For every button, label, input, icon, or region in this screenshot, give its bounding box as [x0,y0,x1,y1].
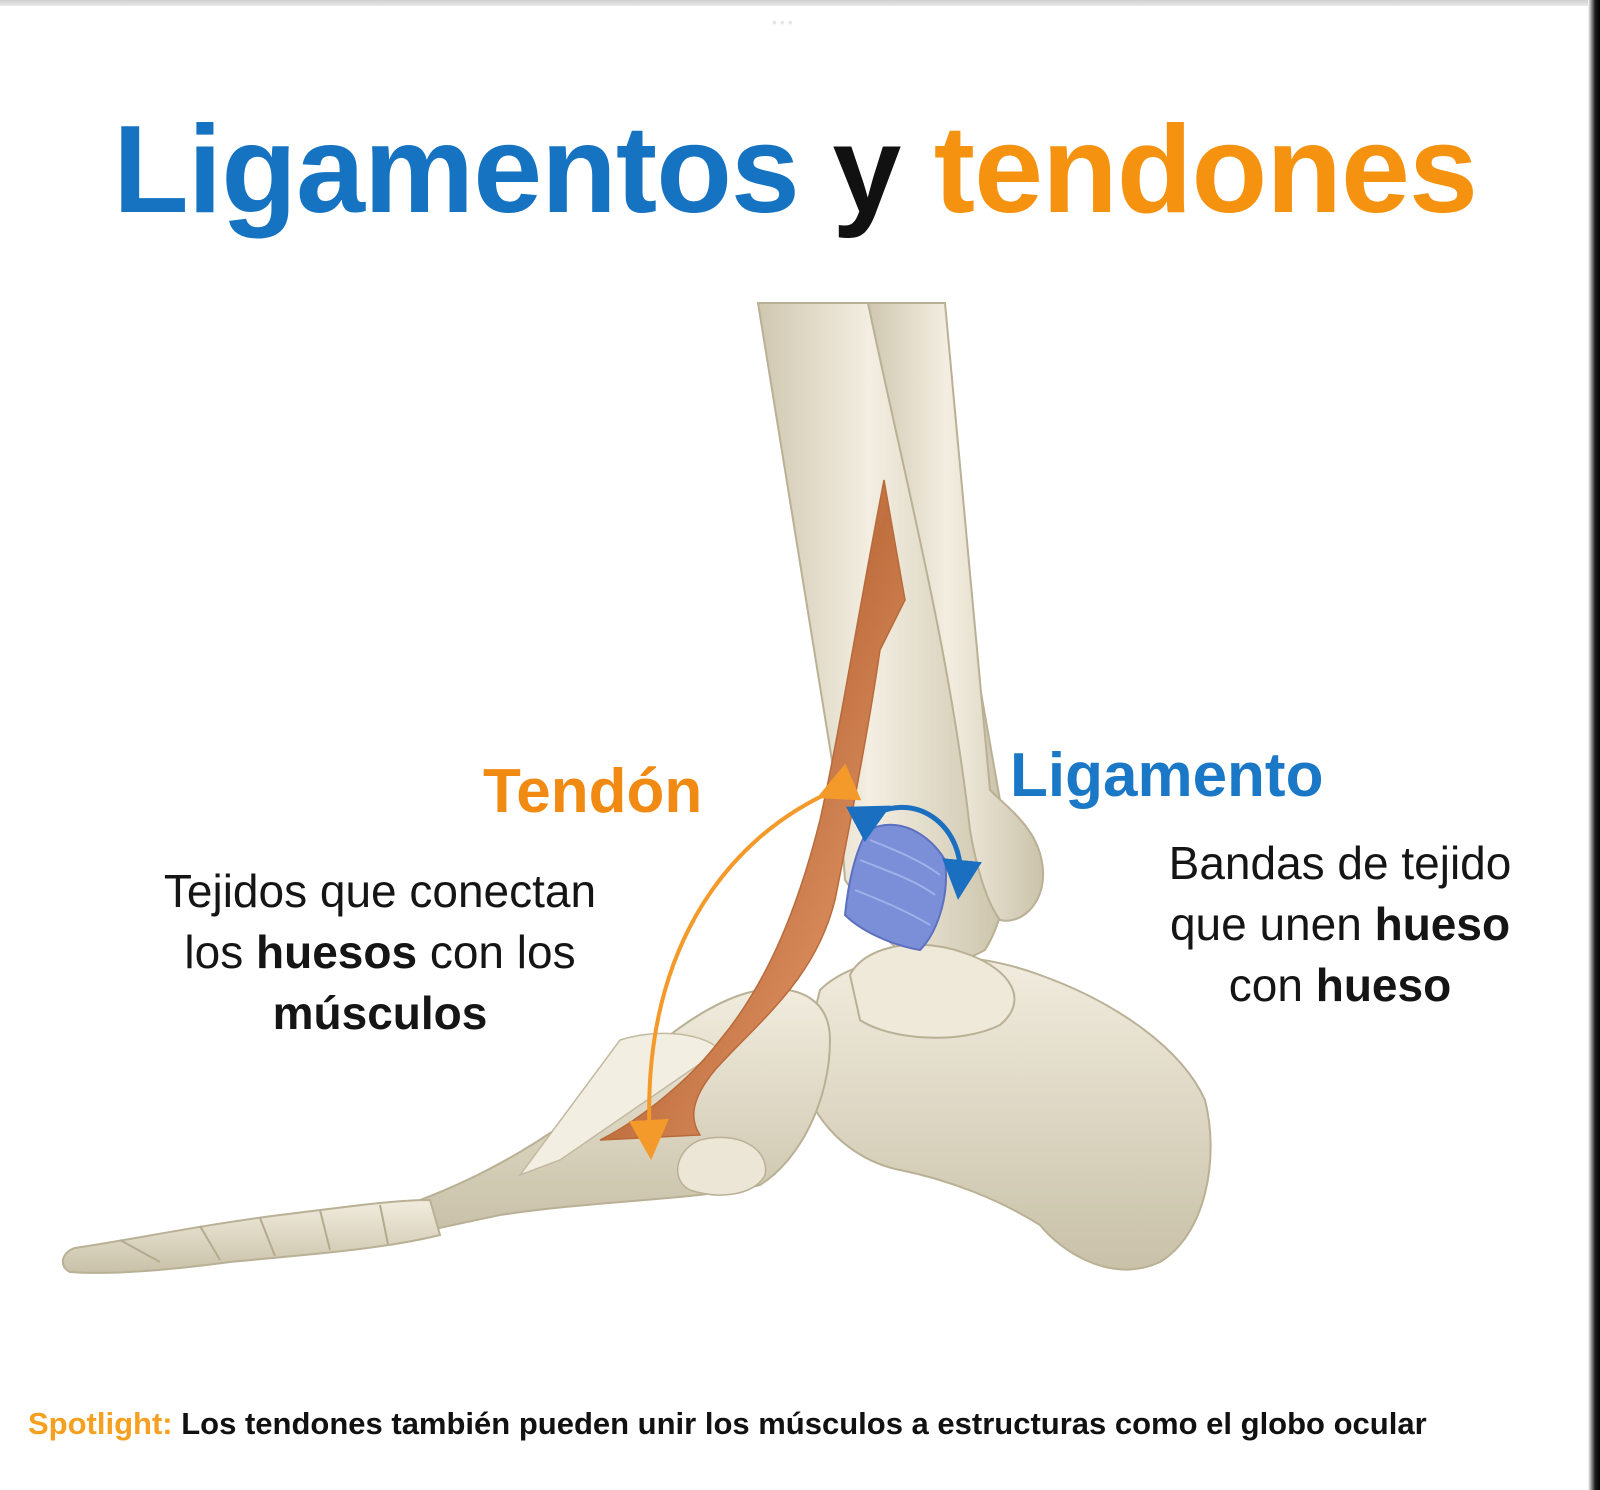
toe-bones [61,1198,442,1274]
tendon-desc-line-3: músculos [120,983,640,1044]
ligament-arrow-icon [845,804,982,900]
title-tendones: tendones [933,101,1478,239]
ligament-label: Ligamento [1010,741,1324,810]
spotlight-key: Spotlight: [28,1406,173,1441]
talus-bone [848,943,1016,1039]
ligament-desc-line-3: con hueso [1120,955,1560,1016]
spotlight-text: Los tendones también pueden unir los mús… [172,1406,1427,1441]
tendon-desc-line-1: Tejidos que conectan [163,865,597,917]
top-bar [0,0,1600,6]
page-title: Ligamentos y tendones [0,108,1590,232]
tendon-desc-musculos: músculos [272,987,488,1039]
ligament-description: Bandas de tejido que unen hueso con hues… [1120,833,1560,1016]
ligament-desc-hueso-1: hueso [1374,898,1511,950]
tendon-arrow-icon [628,763,862,1160]
tendon-desc-huesos: huesos [256,926,418,978]
ligament-desc-line-2: que unen hueso [1120,894,1560,955]
ligament-shape [843,823,947,952]
tendon-desc-2a: los [184,926,256,978]
right-edge [1588,0,1600,1490]
tendon-label: Tendón [483,757,703,826]
spotlight-footer: Spotlight: Los tendones también pueden u… [28,1406,1427,1442]
tendon-desc-line-2: los huesos con los [120,922,640,983]
title-y: y [832,101,901,239]
drag-handle-icon: ••• [772,14,796,30]
tendon-description: Tejidos que conectan los huesos con los … [120,861,640,1044]
title-ligamentos: Ligamentos [113,101,800,239]
ligament-desc-hueso-2: hueso [1315,959,1452,1011]
fibula-bone [866,302,1045,922]
ligament-desc-line-1: Bandas de tejido [1168,837,1512,889]
tendon-desc-2c: con los [417,926,576,978]
ligament-desc-2a: que unen [1169,898,1375,950]
ligament-desc-3a: con [1228,959,1316,1011]
